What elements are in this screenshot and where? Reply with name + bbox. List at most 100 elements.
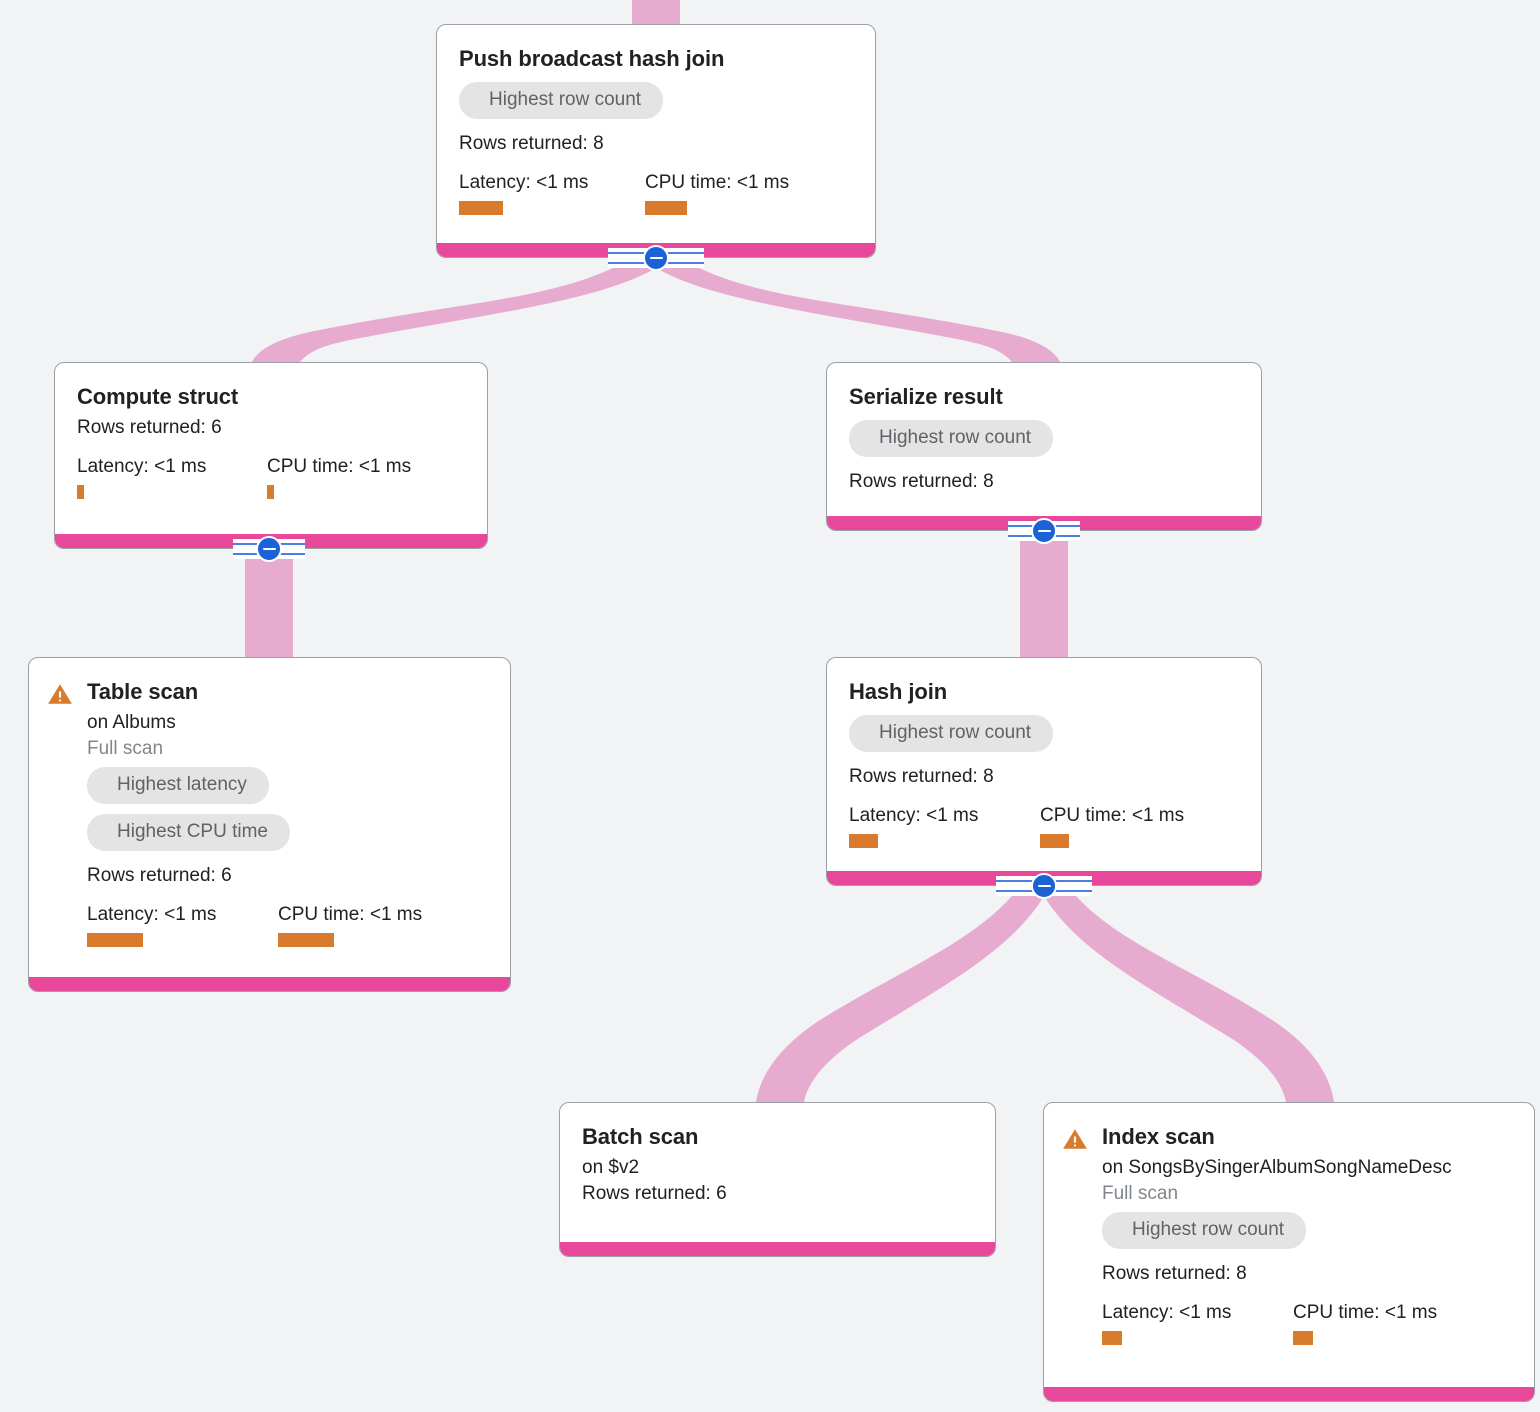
node-scan-type: Full scan xyxy=(87,738,164,759)
metric-latency-bar xyxy=(87,933,143,947)
metric-cpu-time: CPU time: <1 ms xyxy=(278,903,422,947)
edge-compute-to-tablescan xyxy=(245,549,293,657)
metric-latency: Latency: <1 ms xyxy=(849,804,1040,848)
warning-icon xyxy=(48,684,72,704)
node-footer-bar xyxy=(1044,1387,1534,1401)
chip-highest-row-count: Highest row count xyxy=(459,82,664,119)
node-footer-bar xyxy=(29,977,510,991)
node-rows-returned: Rows returned: 8 xyxy=(459,133,604,154)
metric-cpu-time: CPU time: <1 ms xyxy=(645,171,789,215)
node-content: Index scan on SongsBySingerAlbumSongName… xyxy=(1102,1123,1452,1345)
plan-node-compute-struct[interactable]: Compute struct Rows returned: 6 Latency:… xyxy=(54,362,488,549)
node-title: Index scan xyxy=(1102,1124,1215,1149)
node-metrics: Latency: <1 ms CPU time: <1 ms xyxy=(87,903,422,947)
node-chips: Highest row count xyxy=(1102,1207,1307,1254)
metric-latency: Latency: <1 ms xyxy=(1102,1301,1293,1345)
node-subtitle: on SongsBySingerAlbumSongNameDesc xyxy=(1102,1157,1452,1178)
node-title: Push broadcast hash join xyxy=(459,46,725,71)
node-body: Compute struct Rows returned: 6 Latency:… xyxy=(55,363,487,534)
plan-node-index-scan[interactable]: Index scan on SongsBySingerAlbumSongName… xyxy=(1043,1102,1535,1402)
metric-latency: Latency: <1 ms xyxy=(77,455,267,499)
node-subtitle: on Albums xyxy=(87,712,176,733)
collapse-toggle-hash-join[interactable] xyxy=(996,873,1092,899)
collapse-minus-icon[interactable] xyxy=(1031,873,1057,899)
metric-cpu-time-label: CPU time: <1 ms xyxy=(645,172,790,193)
edge-push-to-serialize xyxy=(656,258,1060,362)
edge-top-inflow xyxy=(632,0,680,24)
node-body: Index scan on SongsBySingerAlbumSongName… xyxy=(1044,1103,1534,1387)
metric-latency-label: Latency: <1 ms xyxy=(77,456,207,477)
node-content: Table scan on Albums Full scan Highest l… xyxy=(87,678,422,947)
edge-push-to-compute xyxy=(252,258,656,362)
metric-cpu-time-bar xyxy=(645,201,687,215)
node-title: Compute struct xyxy=(77,384,239,409)
node-rows-returned: Rows returned: 6 xyxy=(87,865,232,886)
node-footer-bar xyxy=(560,1242,995,1256)
node-metrics: Latency: <1 ms CPU time: <1 ms xyxy=(77,455,411,499)
node-body: Batch scan on $v2 Rows returned: 6 xyxy=(560,1103,995,1242)
metric-cpu-time: CPU time: <1 ms xyxy=(1040,804,1184,848)
metric-cpu-time-bar xyxy=(278,933,334,947)
collapse-toggle-serialize-result[interactable] xyxy=(996,518,1092,544)
node-body: Serialize result Highest row count Rows … xyxy=(827,363,1261,516)
metric-latency-label: Latency: <1 ms xyxy=(849,805,979,826)
metric-cpu-time-bar xyxy=(1293,1331,1313,1345)
metric-latency: Latency: <1 ms xyxy=(459,171,645,215)
node-title: Hash join xyxy=(849,679,948,704)
node-title: Batch scan xyxy=(582,1124,699,1149)
collapse-toggle-push-broadcast-hash-join[interactable] xyxy=(608,245,704,271)
node-rows-returned: Rows returned: 8 xyxy=(849,766,994,787)
node-chips: Highest row count xyxy=(459,77,664,124)
metric-cpu-time-label: CPU time: <1 ms xyxy=(1040,805,1185,826)
metric-cpu-time-label: CPU time: <1 ms xyxy=(267,456,412,477)
metric-latency-bar xyxy=(77,485,84,499)
metric-latency-bar xyxy=(849,834,878,848)
node-subtitle: on $v2 xyxy=(582,1157,640,1178)
warning-icon xyxy=(1063,1129,1087,1149)
metric-cpu-time-label: CPU time: <1 ms xyxy=(278,904,423,925)
node-metrics: Latency: <1 ms CPU time: <1 ms xyxy=(849,804,1184,848)
metric-latency: Latency: <1 ms xyxy=(87,903,278,947)
metric-latency-label: Latency: <1 ms xyxy=(87,904,217,925)
node-scan-type: Full scan xyxy=(1102,1183,1179,1204)
chip-highest-latency: Highest latency xyxy=(87,767,269,804)
chip-highest-row-count: Highest row count xyxy=(1102,1212,1307,1249)
edge-serialize-to-hashjoin xyxy=(1020,531,1068,657)
collapse-toggle-compute-struct[interactable] xyxy=(221,536,317,562)
node-rows-returned: Rows returned: 6 xyxy=(77,417,222,438)
plan-node-serialize-result[interactable]: Serialize result Highest row count Rows … xyxy=(826,362,1262,531)
node-content: Push broadcast hash join Highest row cou… xyxy=(459,45,789,215)
collapse-minus-icon[interactable] xyxy=(643,245,669,271)
node-title: Table scan xyxy=(87,679,199,704)
edge-hashjoin-to-indexscan xyxy=(1044,886,1334,1102)
plan-node-table-scan[interactable]: Table scan on Albums Full scan Highest l… xyxy=(28,657,511,992)
node-body: Push broadcast hash join Highest row cou… xyxy=(437,25,875,243)
node-metrics: Latency: <1 ms CPU time: <1 ms xyxy=(459,171,789,215)
metric-cpu-time-bar xyxy=(1040,834,1069,848)
chip-highest-cpu-time: Highest CPU time xyxy=(87,814,290,851)
metric-latency-label: Latency: <1 ms xyxy=(459,172,589,193)
node-content: Serialize result Highest row count Rows … xyxy=(849,383,1054,495)
collapse-minus-icon[interactable] xyxy=(1031,518,1057,544)
chip-highest-row-count: Highest row count xyxy=(849,715,1054,752)
metric-latency-label: Latency: <1 ms xyxy=(1102,1302,1232,1323)
collapse-minus-icon[interactable] xyxy=(256,536,282,562)
metric-latency-bar xyxy=(1102,1331,1122,1345)
node-content: Batch scan on $v2 Rows returned: 6 xyxy=(582,1123,727,1207)
plan-node-push-broadcast-hash-join[interactable]: Push broadcast hash join Highest row cou… xyxy=(436,24,876,258)
node-body: Hash join Highest row count Rows returne… xyxy=(827,658,1261,871)
plan-node-hash-join[interactable]: Hash join Highest row count Rows returne… xyxy=(826,657,1262,886)
node-chips: Highest row count xyxy=(849,415,1054,462)
node-content: Compute struct Rows returned: 6 Latency:… xyxy=(77,383,411,499)
node-title: Serialize result xyxy=(849,384,1003,409)
node-rows-returned: Rows returned: 6 xyxy=(582,1183,727,1204)
node-body: Table scan on Albums Full scan Highest l… xyxy=(29,658,510,977)
node-metrics: Latency: <1 ms CPU time: <1 ms xyxy=(1102,1301,1437,1345)
metric-cpu-time-label: CPU time: <1 ms xyxy=(1293,1302,1438,1323)
node-chips: Highest row count xyxy=(849,710,1054,757)
node-rows-returned: Rows returned: 8 xyxy=(1102,1263,1247,1284)
chip-highest-row-count: Highest row count xyxy=(849,420,1054,457)
metric-cpu-time: CPU time: <1 ms xyxy=(267,455,411,499)
plan-node-batch-scan[interactable]: Batch scan on $v2 Rows returned: 6 xyxy=(559,1102,996,1257)
